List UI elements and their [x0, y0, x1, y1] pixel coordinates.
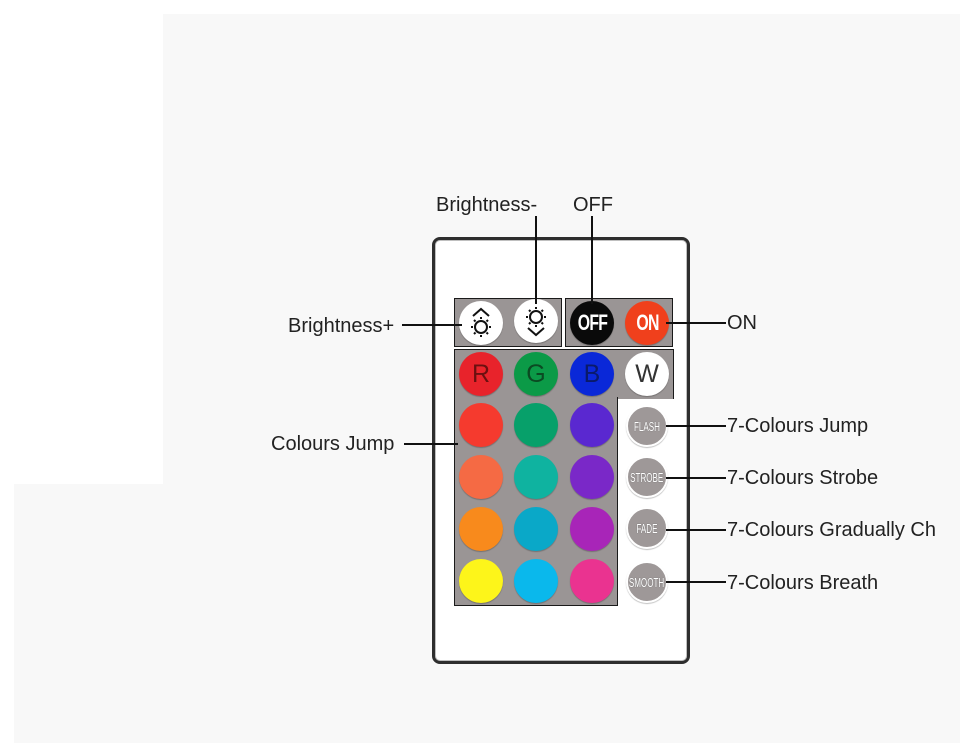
label-brightness-minus: Brightness- [436, 194, 538, 216]
on-button-label: ON [635, 310, 659, 335]
off-button[interactable]: OFF [570, 301, 614, 345]
colour-button-r4c3[interactable] [570, 559, 614, 603]
leader-line-smooth [666, 581, 726, 583]
label-7-colours-jump: 7-Colours Jump [727, 415, 869, 437]
off-button-label: OFF [577, 310, 607, 335]
white-button[interactable]: W [625, 352, 669, 396]
blue-button[interactable]: B [570, 352, 614, 396]
leader-line-brightness-plus [402, 324, 462, 326]
brightness-up-button[interactable] [459, 301, 503, 345]
label-colours-jump: Colours Jump [271, 433, 395, 455]
smooth-button[interactable]: SMOOTH [626, 561, 668, 603]
colour-button-r1c2[interactable] [514, 403, 558, 447]
colour-button-r3c2[interactable] [514, 507, 558, 551]
green-button-label: G [526, 359, 546, 388]
red-button[interactable]: R [459, 352, 503, 396]
label-7-colours-strobe: 7-Colours Strobe [727, 467, 879, 489]
leader-line-off [591, 216, 593, 304]
label-brightness-plus: Brightness+ [288, 315, 395, 337]
on-button[interactable]: ON [625, 301, 669, 345]
colour-button-r2c3[interactable] [570, 455, 614, 499]
fade-button[interactable]: FADE [626, 507, 668, 549]
flash-button[interactable]: FLASH [626, 405, 668, 447]
red-button-label: R [471, 359, 491, 388]
leader-line-strobe [666, 477, 726, 479]
brightness-down-button[interactable] [514, 299, 558, 343]
strobe-button[interactable]: STROBE [626, 456, 668, 498]
flash-button-label: FLASH [634, 418, 660, 434]
blue-button-label: B [583, 359, 601, 388]
colour-button-r1c3[interactable] [570, 403, 614, 447]
colour-button-r4c1[interactable] [459, 559, 503, 603]
label-on: ON [727, 312, 757, 334]
sun-arrow-up-icon [471, 307, 491, 337]
leader-line-on [666, 322, 726, 324]
leader-line-brightness-minus [535, 216, 537, 304]
green-button[interactable]: G [514, 352, 558, 396]
colour-button-r1c1[interactable] [459, 403, 503, 447]
colour-button-r3c3[interactable] [570, 507, 614, 551]
smooth-button-label: SMOOTH [629, 574, 665, 590]
label-7-colours-fade: 7-Colours Gradually Ch [727, 519, 936, 541]
colour-button-r2c1[interactable] [459, 455, 503, 499]
label-7-colours-breath: 7-Colours Breath [727, 572, 879, 594]
colour-button-r2c2[interactable] [514, 455, 558, 499]
white-button-label: W [635, 359, 659, 388]
colour-button-r4c2[interactable] [514, 559, 558, 603]
leader-line-jump [666, 425, 726, 427]
sun-arrow-down-icon [526, 307, 546, 337]
colour-button-r3c1[interactable] [459, 507, 503, 551]
strobe-button-label: STROBE [630, 469, 664, 485]
fade-button-label: FADE [636, 520, 658, 536]
label-off: OFF [573, 194, 613, 216]
leader-line-colours-jump [404, 443, 458, 445]
leader-line-fade [666, 529, 726, 531]
